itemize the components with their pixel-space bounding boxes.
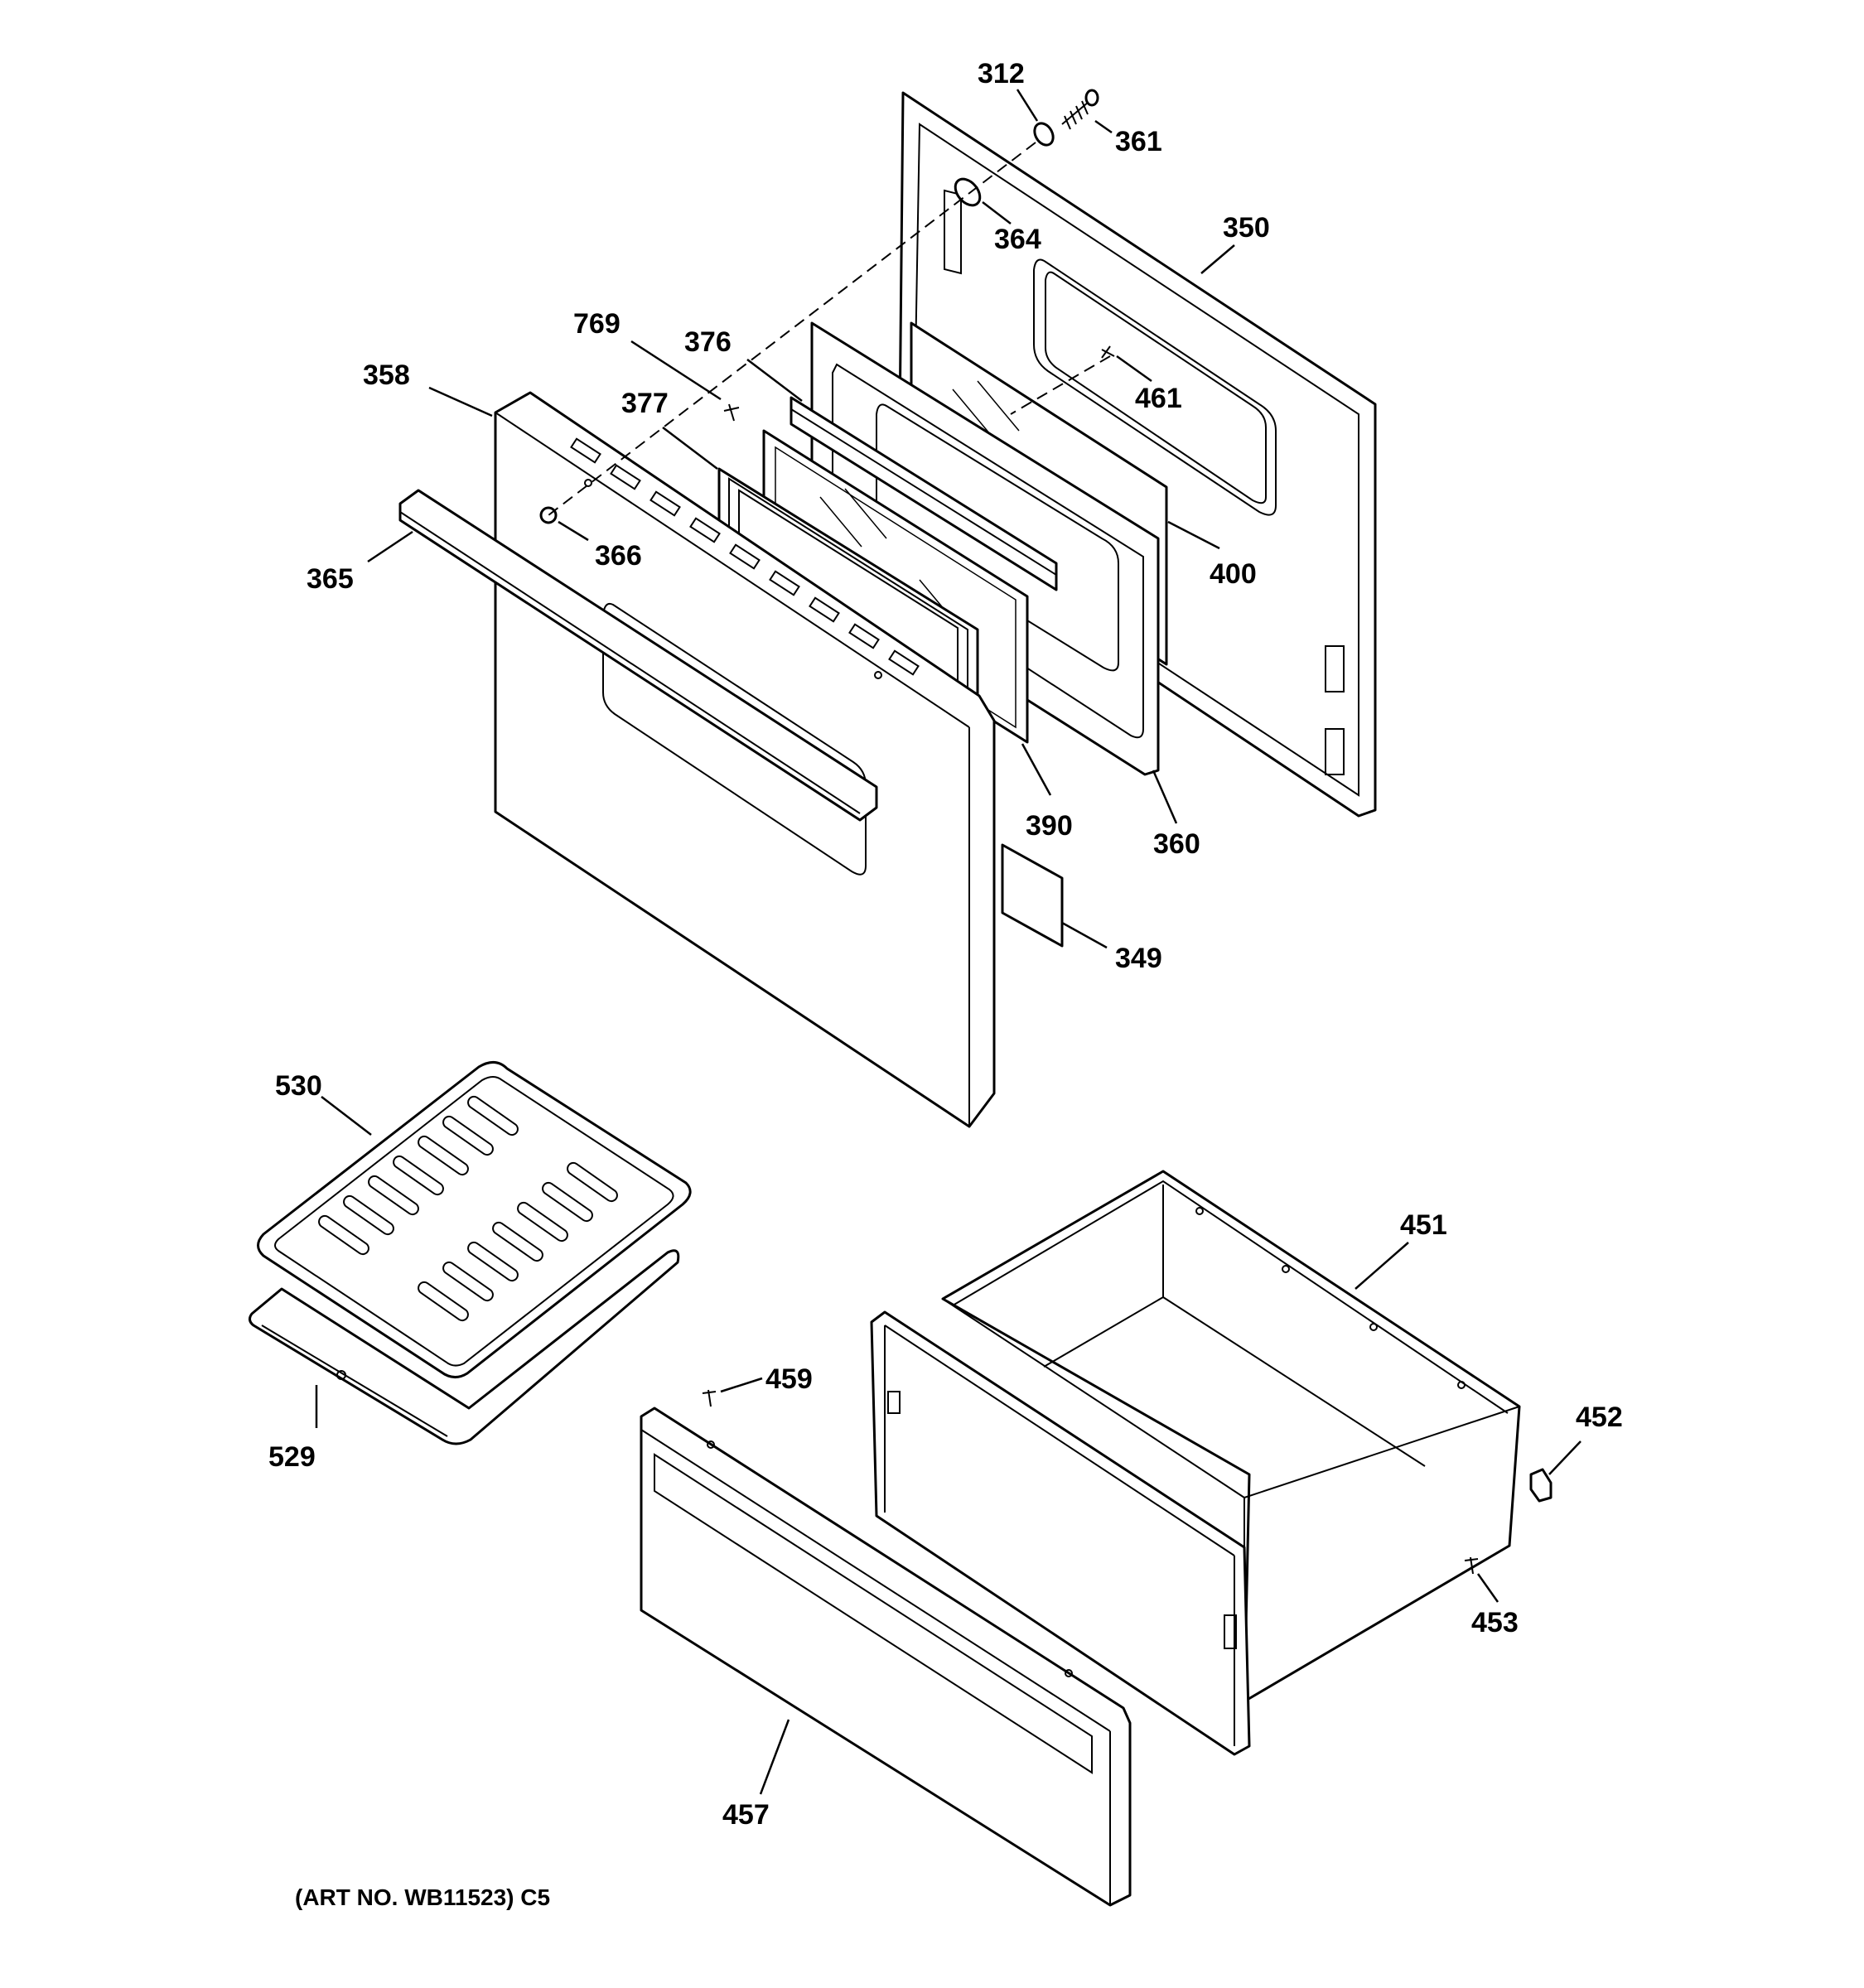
leader-lines — [315, 89, 1582, 1795]
part-529-broiler-pan — [248, 1249, 680, 1445]
part-452-drawer-stop — [1529, 1468, 1553, 1503]
callout-390: 390 — [1026, 810, 1073, 842]
alignment-line-screw — [1010, 355, 1111, 415]
part-530-broiler-grid — [257, 1061, 692, 1378]
part-451-storage-drawer — [941, 1170, 1521, 1703]
alignment-line-hinge — [548, 142, 1036, 516]
callout-350: 350 — [1223, 212, 1270, 244]
callout-452: 452 — [1576, 1402, 1623, 1433]
part-366-screw — [539, 506, 558, 524]
callout-labels: 312 361 364 350 769 376 358 377 461 366 … — [268, 58, 1623, 1831]
door-vent-slots — [570, 437, 920, 676]
callout-365: 365 — [307, 563, 354, 595]
callout-361: 361 — [1115, 126, 1162, 157]
part-312-washer — [1033, 122, 1055, 147]
part-376-glass-bracket — [790, 396, 1058, 591]
callout-457: 457 — [722, 1799, 770, 1831]
callout-312: 312 — [978, 58, 1025, 89]
part-453-screw — [1464, 1556, 1479, 1575]
grid-slots-left — [318, 1095, 519, 1256]
part-365-door-handle — [398, 489, 878, 822]
callout-451: 451 — [1400, 1209, 1447, 1241]
part-769-screw — [723, 403, 740, 422]
callout-360: 360 — [1153, 828, 1200, 860]
callout-358: 358 — [363, 359, 410, 391]
callout-459: 459 — [765, 1363, 813, 1395]
part-451-drawer-inner-front — [870, 1310, 1251, 1756]
callout-769: 769 — [573, 308, 621, 340]
callout-364: 364 — [994, 224, 1041, 255]
part-349-rating-label — [1001, 843, 1064, 948]
part-361-screw — [1061, 89, 1099, 130]
callout-529: 529 — [268, 1441, 316, 1473]
callout-461: 461 — [1135, 383, 1182, 414]
part-358-outer-door-panel — [494, 391, 996, 1128]
callout-349: 349 — [1115, 943, 1162, 974]
art-number-caption: (ART NO. WB11523) C5 — [295, 1884, 550, 1910]
part-461-screw — [1101, 345, 1115, 359]
callout-530: 530 — [275, 1070, 322, 1102]
grid-slots-right — [418, 1161, 618, 1322]
part-457-drawer-front — [640, 1407, 1132, 1907]
callout-377: 377 — [621, 388, 669, 419]
callout-400: 400 — [1210, 558, 1257, 590]
callout-366: 366 — [595, 540, 642, 572]
callout-453: 453 — [1471, 1607, 1519, 1638]
part-459-screw — [702, 1389, 717, 1407]
callout-376: 376 — [684, 326, 732, 358]
